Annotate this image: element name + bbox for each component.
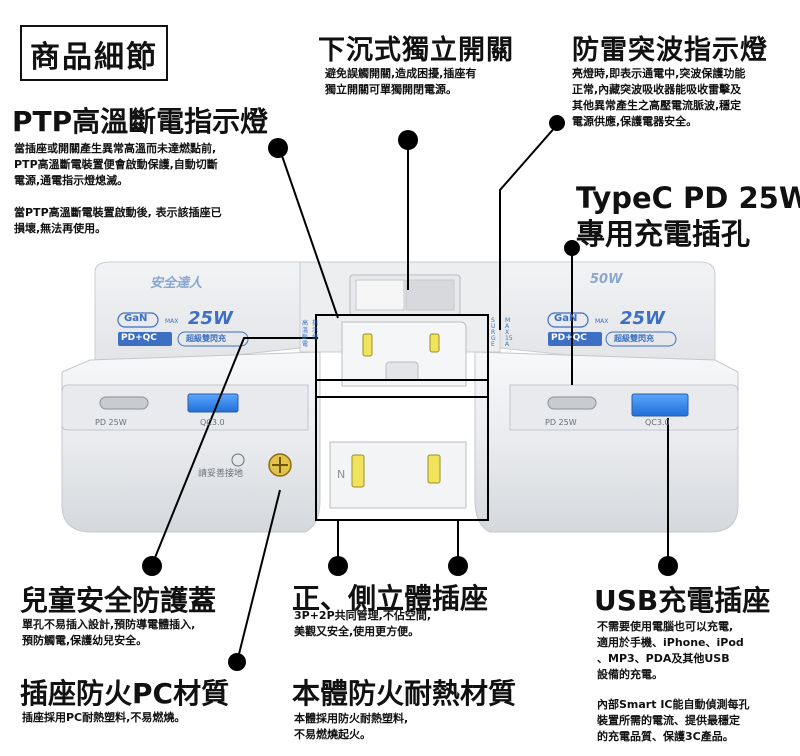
left-typec-port [99, 396, 149, 410]
leader-lines [151, 124, 669, 663]
right-watt-text: 25W [620, 308, 665, 329]
ptp-title: PTP高溫斷電指示燈 [12, 105, 269, 138]
front-socket-highlight [315, 379, 489, 521]
strip-body-main-right [474, 351, 739, 533]
front-socket-slot-right [427, 454, 441, 484]
left-usb-port [187, 393, 239, 413]
socket-desc: 3P+2P共同管理,不佔空間, 美觀又安全,使用更方便。 [294, 609, 432, 638]
usb-desc-2: 內部Smart IC能自動偵測每孔 裝置所需的電流、提供最穩定 的充電品質、保護… [597, 698, 750, 743]
right-pdqc-badge [548, 332, 602, 346]
right-max-text: MAX [595, 318, 609, 325]
left-qc-label: QC3.0 [200, 418, 225, 427]
pc-title: 插座防火PC材質 [20, 677, 230, 710]
front-socket-slot-left [351, 454, 365, 488]
right-gan-badge [547, 312, 589, 328]
surge-title: 防雷突波指示燈 [572, 35, 768, 66]
top-socket-ground [385, 361, 419, 381]
left-pdqc-badge [118, 332, 172, 346]
brand-logo: 安全達人 [150, 276, 203, 291]
right-usb-port [631, 393, 689, 417]
right-gan-text: GaN [554, 313, 578, 324]
right-pd-label: PD 25W [545, 418, 577, 427]
ptp-desc-2: 當PTP高溫斷電裝置啟動後, 表示該插座已 損壞,無法再使用。 [14, 206, 222, 235]
pc-desc: 插座採用PC耐熱塑料,不易燃燒。 [22, 711, 186, 724]
ptp-label-left: 高溫斷電 [302, 320, 309, 348]
left-pdqc-text: PD+QC [121, 333, 157, 343]
child-title: 兒童安全防護蓋 [20, 584, 217, 617]
switch-desc: 避免誤觸開關,造成困擾,插座有 獨立開關可單獨開閉電源。 [325, 67, 477, 96]
right-typec-port [547, 396, 597, 410]
switch-title: 下沉式獨立開關 [318, 35, 514, 66]
right-qc-label: QC3.0 [645, 418, 670, 427]
badge-50w: 50W [590, 272, 623, 287]
usb-desc: 不需要使用電腦也可以充電, 適用於手機、iPhone、iPod 、MP3、PDA… [597, 620, 744, 681]
leader-dots [142, 115, 678, 671]
ground-label: 請妥善接地 [198, 469, 244, 479]
left-port-panel [61, 384, 309, 431]
max15a-label: MAX 15A [505, 317, 513, 348]
ptp-label-right: 指示燈 [312, 320, 319, 341]
surge-product-label: SURGE [491, 317, 496, 348]
surge-desc: 亮燈時,即表示通電中,突波保護功能 正常,內藏突波吸收器能吸收雷擊及 其他異常產… [572, 67, 746, 128]
right-fast-badge [605, 331, 677, 347]
top-socket-slot-left [362, 333, 373, 357]
ground-symbol [231, 453, 245, 467]
right-pdqc-text: PD+QC [551, 333, 587, 343]
top-socket-slot-right [429, 333, 440, 353]
neutral-mark: N [337, 468, 346, 481]
left-fast-text: 超級雙閃充 [186, 334, 226, 343]
left-pd-label: PD 25W [95, 418, 127, 427]
page-title: 商品細節 [20, 25, 168, 81]
body-desc: 本體採用防火耐熱塑料, 不易燃燒起火。 [294, 712, 409, 741]
typec-title: TypeC PD 25W 專用充電插孔 [576, 181, 800, 251]
socket-title: 正、側立體插座 [292, 582, 489, 615]
left-gan-badge [117, 312, 159, 328]
body-title: 本體防火耐熱材質 [292, 677, 517, 710]
left-watt-text: 25W [188, 308, 233, 329]
ptp-desc: 當插座或開關產生異常高溫而未達燃點前, PTP高溫斷電裝置便會啟動保護,自動切斷… [14, 142, 218, 187]
child-desc: 單孔不易插入設計,預防導電體插入, 預防觸電,保護幼兒安全。 [22, 618, 196, 647]
left-max-text: MAX [165, 318, 179, 325]
front-socket-face [329, 441, 467, 509]
left-gan-text: GaN [124, 313, 148, 324]
top-socket-highlight [315, 314, 489, 398]
strip-body-main [61, 351, 321, 533]
usb-title: USB充電插座 [594, 584, 771, 617]
right-fast-text: 超級雙閃充 [614, 334, 654, 343]
